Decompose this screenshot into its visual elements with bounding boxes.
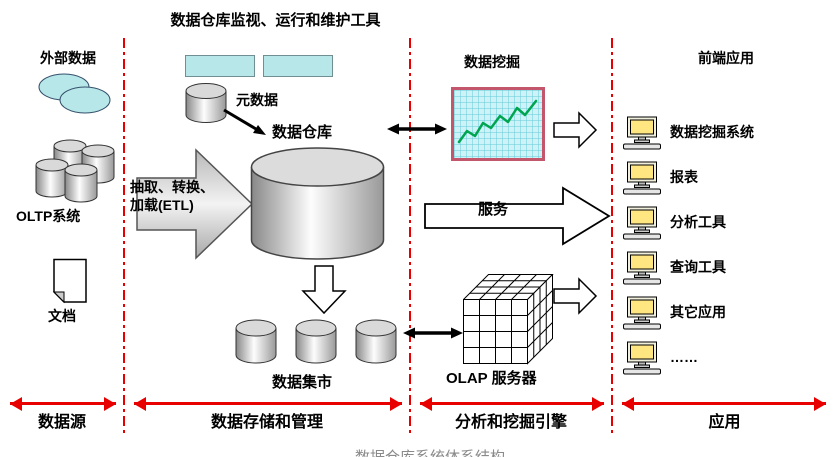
computer-icon [623, 161, 661, 195]
diagram-title: 数据仓库监视、运行和维护工具 [170, 12, 381, 29]
zone-arrow [134, 396, 402, 411]
page-caption: 数据仓库系统体系结构 [280, 446, 580, 457]
computer-icon [623, 206, 661, 240]
olap-cube-icon [463, 274, 554, 365]
computer-icon [623, 296, 661, 330]
mining-chart-icon [451, 87, 545, 161]
double-arrow-icon [387, 123, 447, 135]
zone-label-application: 应用 [708, 414, 741, 431]
etl-label-line2: 加载(ETL) [130, 196, 194, 213]
document-label: 文档 [48, 308, 76, 324]
app-item-label: 报表 [670, 169, 698, 185]
zone-arrow [10, 396, 116, 411]
app-item-label: 其它应用 [670, 304, 726, 320]
metadata-cylinder-icon [185, 83, 227, 123]
external-data-label: 外部数据 [40, 50, 96, 66]
zone-divider [409, 38, 411, 436]
metadata-arrow-icon [223, 108, 266, 135]
zone-divider [611, 38, 613, 436]
zone-divider [123, 38, 125, 436]
zone-label-analysis: 分析和挖掘引擎 [454, 414, 567, 431]
maintenance-tool-box [185, 55, 255, 77]
data-mart-cylinder-icon [295, 319, 337, 364]
metadata-label: 元数据 [236, 92, 278, 108]
zone-arrow [420, 396, 604, 411]
etl-label: 抽取、转换、 加载(ETL) [130, 179, 214, 214]
warehouse-cylinder-icon [250, 147, 385, 260]
frontend-apps-label: 前端应用 [698, 50, 754, 66]
service-label: 服务 [477, 201, 508, 218]
hollow-arrow-icon [553, 111, 598, 149]
document-icon [52, 258, 87, 304]
service-arrow [424, 186, 611, 246]
app-item-label: …… [670, 349, 698, 365]
hollow-arrow-icon [553, 277, 598, 315]
maintenance-tool-box [263, 55, 333, 77]
etl-label-line1: 抽取、转换、 [130, 179, 214, 195]
external-data-icon [38, 73, 111, 114]
zone-label-storage: 数据存储和管理 [210, 414, 323, 431]
app-item-label: 分析工具 [670, 214, 726, 230]
data-mart-label: 数据集市 [272, 374, 333, 391]
data-mart-cylinder-icon [355, 319, 397, 364]
down-arrow-icon [301, 265, 347, 315]
data-mart-cylinder-icon [235, 319, 277, 364]
double-arrow-icon [403, 327, 463, 339]
computer-icon [623, 251, 661, 285]
etl-arrow [136, 148, 254, 260]
olap-server-label: OLAP 服务器 [446, 370, 537, 387]
zone-label-datasource: 数据源 [37, 414, 86, 431]
zone-arrow [622, 396, 826, 411]
computer-icon [623, 116, 661, 150]
oltp-label: OLTP系统 [16, 208, 81, 224]
app-item-label: 数据挖掘系统 [670, 124, 754, 140]
mining-label: 数据挖掘 [464, 54, 520, 70]
oltp-database-icon [35, 139, 115, 203]
computer-icon [623, 341, 661, 375]
warehouse-label: 数据仓库 [272, 124, 333, 141]
app-item-label: 查询工具 [670, 259, 726, 275]
